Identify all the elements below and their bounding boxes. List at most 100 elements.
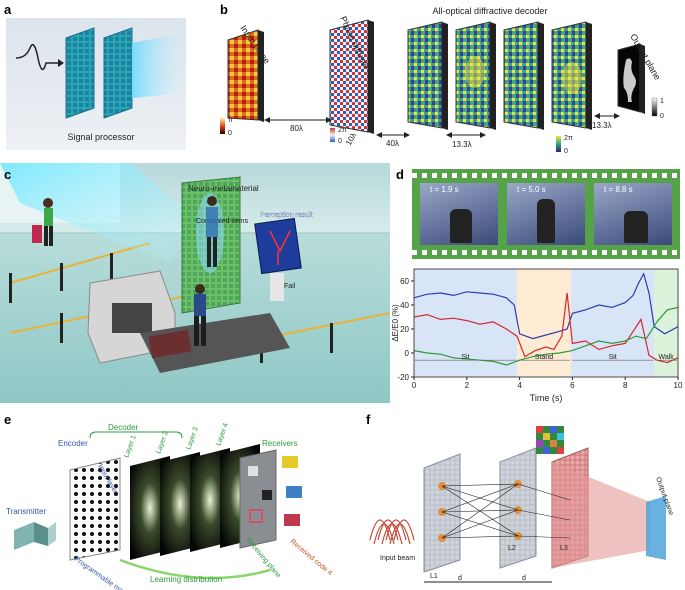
signal-processor-caption: Signal processor: [67, 132, 134, 142]
diffuser-colorbar-top: 2π: [338, 127, 347, 134]
region-label-2: Sit: [609, 354, 617, 361]
airport-scene: Neuro-metamaterial Concealed items Perce…: [0, 163, 390, 403]
security-officer: [194, 284, 206, 346]
signal-processor-diagram: Signal processor: [15, 27, 186, 142]
programmable-decoder-diagram: Decoder Encoder Receivers Transmitter In…: [6, 422, 334, 590]
frame-3-time: t = 8.8 s: [604, 185, 633, 194]
y-tick-label-0: -20: [397, 373, 409, 382]
diffractive-network-diagram: Input beam Output plane L1 L2 L3: [369, 426, 674, 583]
layer-colorbar-top: 2π: [564, 135, 573, 142]
received-code-label: Received code 4: [289, 538, 334, 577]
frame-2-time: t = 5.0 s: [517, 185, 546, 194]
receiver-blue: [286, 486, 302, 498]
y-tick-label-1: 0: [405, 349, 410, 358]
output-plane-screen: [646, 496, 666, 560]
panel-c-letter: c: [4, 167, 12, 182]
distance-80-label: 80λ: [290, 124, 303, 133]
y-tick-label-2: 20: [400, 325, 409, 334]
film-strip: t = 1.9 s t = 5.0 s t = 8.8 s: [412, 169, 680, 259]
output-colorbar: [651, 97, 658, 117]
decoder-label: Decoder: [108, 423, 139, 432]
diffractive-layer-3: [503, 21, 539, 129]
output-silhouette: [623, 58, 636, 102]
traveler-with-suitcase: [32, 198, 53, 246]
x-tick-label-4: 8: [623, 381, 628, 390]
region-label-1: Stand: [535, 354, 553, 361]
x-tick-label-5: 10: [674, 381, 683, 390]
projection-volume: [552, 462, 650, 568]
panel-f: f Input beam Output plane: [340, 410, 685, 590]
chart-frame: [413, 268, 679, 378]
fail-label: Fail: [284, 283, 296, 290]
panel-b: b: [190, 0, 685, 160]
neuro-metamaterial-label: Neuro-metamaterial: [188, 184, 259, 193]
distance-d-1: d: [458, 575, 462, 582]
y-tick-label-3: 40: [400, 301, 409, 310]
transmitter-label: Transmitter: [6, 507, 46, 516]
layer-colorbar: [556, 136, 561, 152]
x-tick-label-1: 2: [465, 381, 470, 390]
input-colorbar-bottom: 0: [228, 130, 232, 137]
panel-e: e Decoder Encoder Receivers Transmitter …: [0, 410, 340, 590]
l1-label: L1: [430, 573, 438, 580]
x-tick-label-3: 6: [570, 381, 575, 390]
input-wave-icon: [15, 43, 60, 71]
x-tick-label-2: 4: [517, 381, 522, 390]
panel-c: c: [0, 163, 390, 403]
programmable-mask: [69, 457, 121, 561]
series-line-0: [413, 272, 679, 340]
series-line-2: [413, 306, 679, 366]
input-beam-icon: [369, 519, 415, 545]
person-at-screen: [206, 196, 218, 267]
film-frame-2: t = 5.0 s: [507, 183, 585, 245]
learning-distribution-label: Learning distribution: [150, 575, 222, 584]
y-tick-label-4: 60: [400, 277, 409, 286]
panel-b-letter: b: [220, 2, 228, 17]
film-frame-1: t = 1.9 s: [420, 183, 498, 245]
transmitter-icon: [14, 522, 56, 550]
input-beam-label: Input beam: [380, 555, 415, 562]
panel-d: d t = 1.9 s t = 5.0 s t = 8.8 s Sit Stand…: [390, 163, 685, 405]
distance-d-2: d: [522, 575, 526, 582]
diffuser-colorbar: [330, 128, 335, 142]
output-beam: [132, 33, 186, 98]
region-2: [571, 269, 655, 377]
series-line-1: [413, 292, 679, 364]
film-frame-3: t = 8.8 s: [594, 183, 672, 245]
metasurface-layer-1: [65, 27, 95, 119]
l3-label: L3: [560, 545, 568, 552]
receiver-yellow: [282, 456, 298, 468]
x-axis-label: Time (s): [530, 393, 563, 403]
conveyor-belt: [140, 313, 290, 373]
perception-result-label: Perception result: [260, 212, 313, 219]
diffractive-layer-1: [407, 21, 443, 129]
panel-a: a Signal processor: [0, 0, 190, 150]
panel-e-letter: e: [4, 412, 12, 427]
decoder-title: All-optical diffractive decoder: [433, 6, 548, 16]
panel-f-letter: f: [366, 412, 371, 427]
encoder-label: Encoder: [58, 439, 88, 448]
metasurface-layer-2: [103, 27, 133, 119]
frame-1-time: t = 1.9 s: [430, 185, 459, 194]
receivers-label: Receivers: [262, 439, 298, 448]
signal-beam: [0, 163, 200, 263]
output-colorbar-bottom: 0: [660, 113, 664, 120]
region-3: [654, 269, 678, 377]
panel-a-letter: a: [4, 2, 12, 17]
layer-3-label: Layer 3: [185, 426, 200, 450]
layer-1-label: Layer 1: [123, 434, 138, 458]
panel-d-letter: d: [396, 167, 404, 182]
concealed-items-label: Concealed items: [196, 218, 249, 225]
region-label-0: Sit: [461, 354, 469, 361]
layer-2-label: Layer 2: [155, 430, 170, 454]
l2-label: L2: [508, 545, 516, 552]
x-tick-label-0: 0: [412, 381, 417, 390]
output-colorbar-top: 1: [660, 98, 664, 105]
phase-map-inset: [536, 426, 564, 454]
diffuser-colorbar-bottom: 0: [338, 138, 342, 145]
diffractive-decoder-diagram: All-optical diffractive decoder Input pl…: [220, 6, 664, 155]
input-colorbar: [220, 118, 225, 134]
region-label-3: Walk: [658, 354, 674, 361]
distance-13-3-label-a: 13.3λ: [452, 140, 472, 149]
